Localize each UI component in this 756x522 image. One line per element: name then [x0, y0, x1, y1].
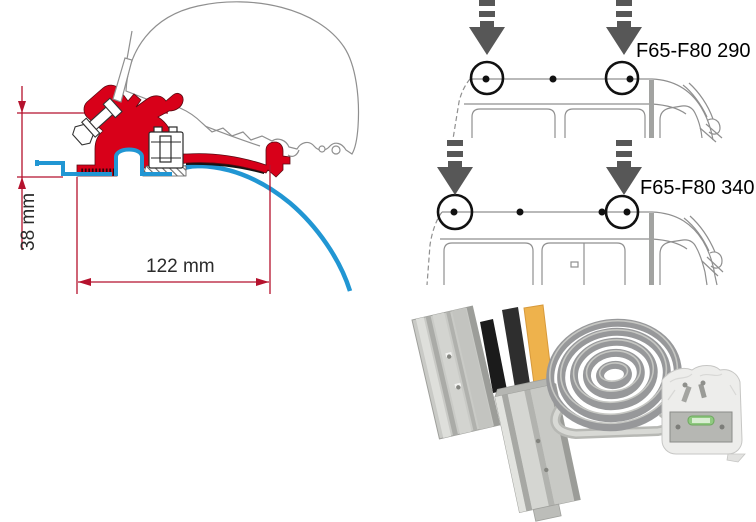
mount-arrow-icon — [437, 140, 473, 195]
hardware-bag — [661, 365, 746, 463]
van-290-label: F65-F80 290 — [636, 40, 751, 62]
roof-skin-curve — [168, 163, 353, 292]
dark-adhesive-strip — [502, 307, 530, 388]
mount-point-circle — [604, 194, 640, 230]
seal-strip-roll-highlights — [549, 319, 679, 425]
van-290-drawing — [452, 78, 723, 143]
roof-rail-base — [35, 160, 172, 176]
mount-point-circle — [469, 60, 505, 96]
van-body-outline — [125, 1, 360, 157]
dimension-lines — [17, 86, 271, 294]
black-adhesive-strip — [480, 319, 507, 393]
van-340-label: F65-F80 340 — [640, 177, 755, 199]
van-290-mount-points — [469, 60, 640, 96]
mount-arrow-icon — [469, 0, 505, 55]
roof-mounting-positions-diagram: F65-F80 290 — [426, 0, 755, 286]
mounting-plate — [669, 411, 733, 443]
mount-point-circle — [604, 60, 640, 96]
fixing-bolt — [72, 97, 123, 146]
height-dimension-label: 38 mm — [18, 193, 39, 251]
dimension-arrowheads — [18, 101, 269, 286]
screws — [681, 380, 707, 403]
bracket-cross-section-diagram: 38 mm 122 mm — [17, 1, 360, 294]
adapter-rail-left — [411, 305, 501, 440]
clamp-mechanism — [148, 126, 184, 169]
van-340-drawing — [426, 211, 724, 286]
roof-rail-profile — [114, 147, 144, 176]
awning-rail-plate — [112, 30, 133, 103]
mount-arrow-icon — [606, 140, 642, 195]
width-dimension-label: 122 mm — [146, 256, 215, 277]
mount-arrow-icon — [606, 0, 642, 55]
kit-contents-photo — [411, 304, 746, 522]
